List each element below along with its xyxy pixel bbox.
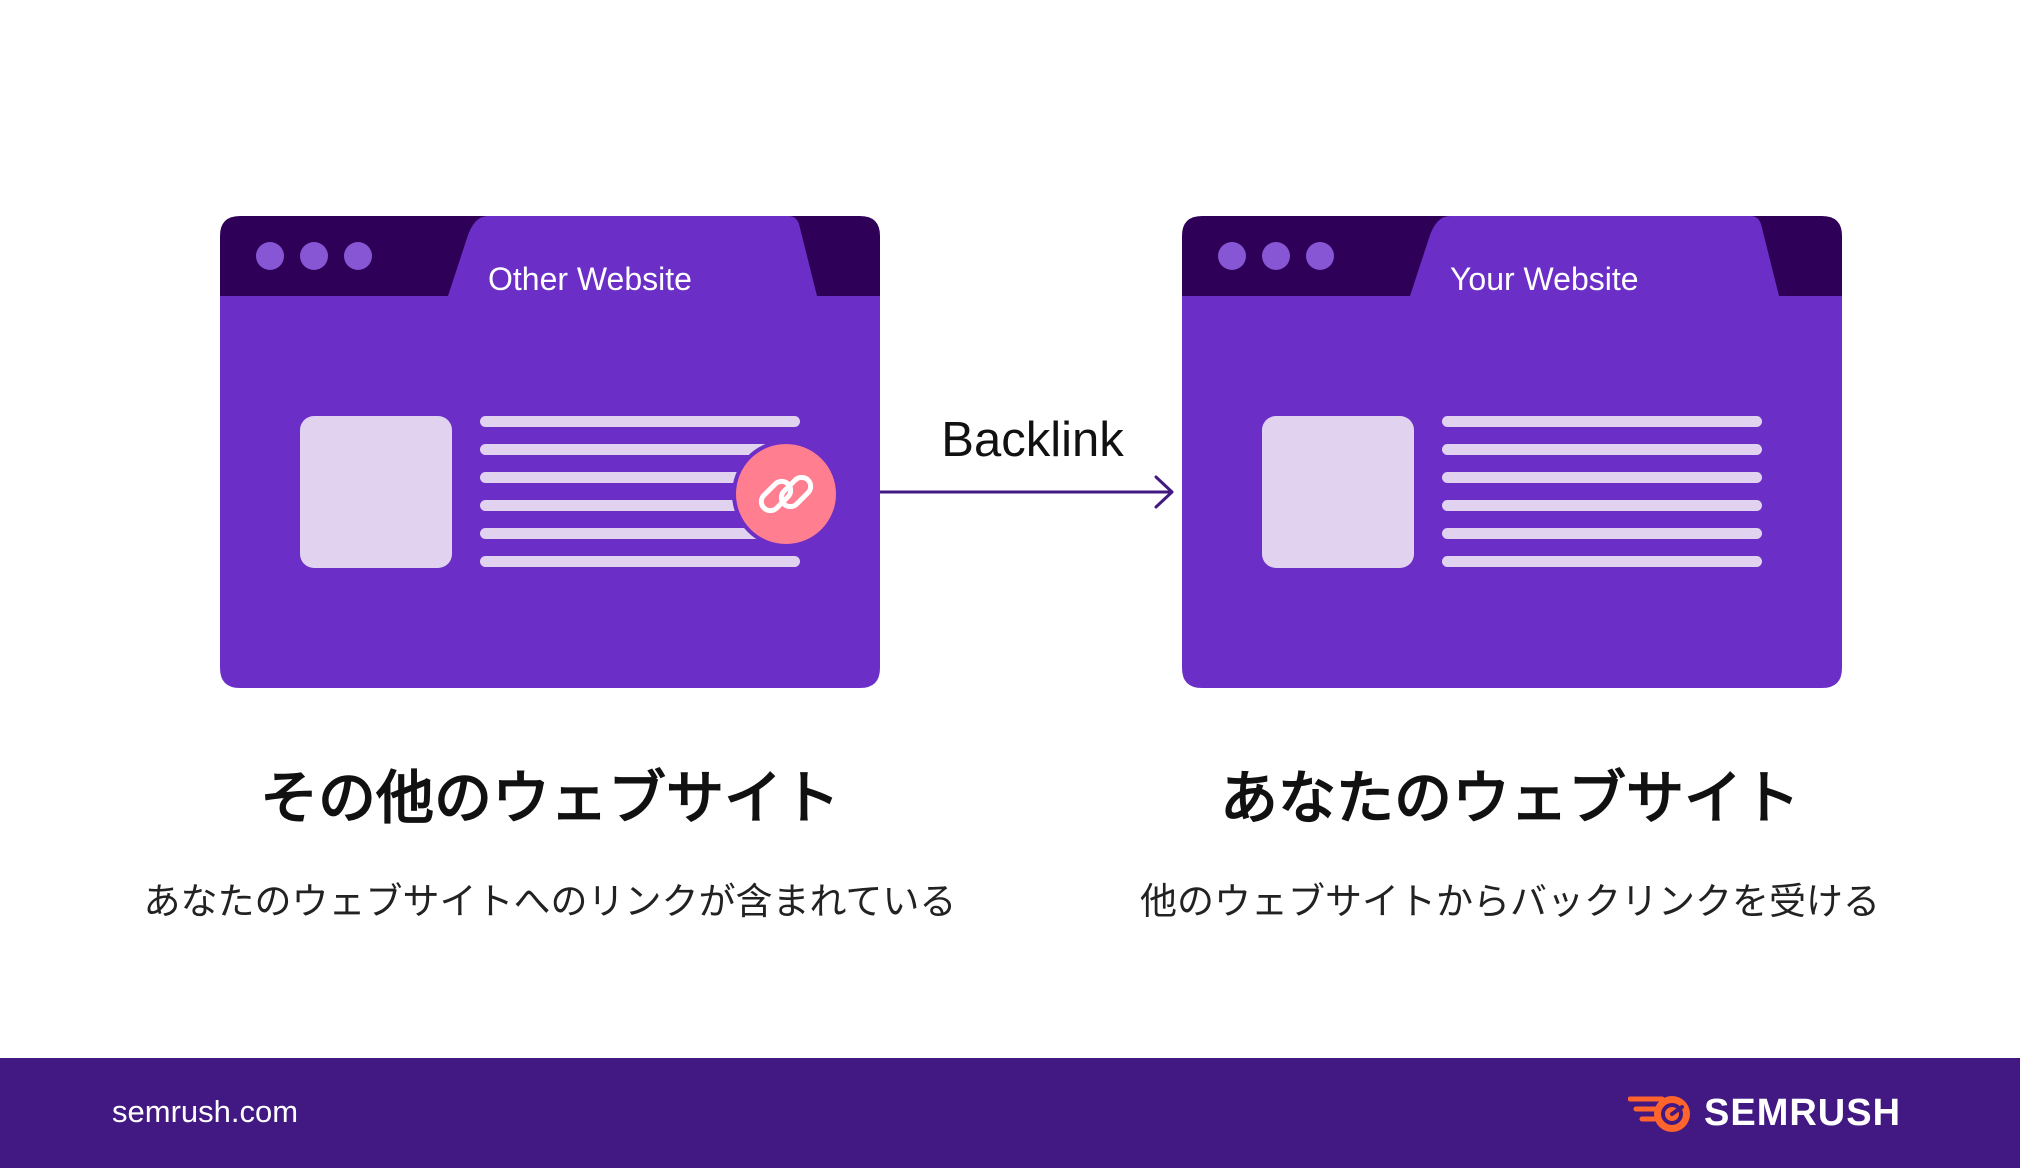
source-description: あなたのウェブサイトへのリンクが含まれている xyxy=(143,880,957,923)
text-lines xyxy=(1442,416,1762,567)
image-placeholder xyxy=(300,416,452,568)
window-dot xyxy=(1306,242,1334,270)
footer-url: semrush.com xyxy=(112,1094,299,1129)
target-title: あなたのウェブサイト xyxy=(1219,764,1800,832)
text-lines xyxy=(480,416,800,567)
target-caption: あなたのウェブサイト 他のウェブサイトからバックリンクを受ける xyxy=(1050,760,1970,928)
window-dot xyxy=(344,242,372,270)
brand-logo: SEMRUSH xyxy=(1627,1085,1900,1141)
source-caption: その他のウェブサイト あなたのウェブサイトへのリンクが含まれている xyxy=(90,760,1010,928)
backlink-label: Backlink xyxy=(941,413,1124,467)
window-body xyxy=(1182,296,1842,688)
window-tab xyxy=(1410,216,1779,296)
footer-bar: semrush.com SEMRUSH xyxy=(0,1058,2020,1168)
window-dot xyxy=(1262,242,1290,270)
window-body xyxy=(220,296,880,688)
target-browser-window: Your Website xyxy=(1182,216,1842,688)
brand-wordmark: SEMRUSH xyxy=(1704,1092,1902,1134)
target-description: 他のウェブサイトからバックリンクを受ける xyxy=(1140,880,1880,923)
source-tab-label: Other Website xyxy=(488,261,692,297)
target-browser-frame xyxy=(1182,216,1842,688)
source-title: その他のウェブサイト xyxy=(259,764,840,832)
window-tab xyxy=(448,216,817,296)
window-dot xyxy=(256,242,284,270)
source-browser-frame xyxy=(220,216,880,688)
semrush-logo-icon xyxy=(1627,1096,1690,1132)
backlink-arrow xyxy=(880,475,1174,509)
window-dot xyxy=(300,242,328,270)
target-tab-label: Your Website xyxy=(1450,261,1639,297)
window-dot xyxy=(1218,242,1246,270)
source-browser-window: Other Website xyxy=(220,216,880,688)
image-placeholder xyxy=(1262,416,1414,568)
link-icon xyxy=(732,440,840,548)
